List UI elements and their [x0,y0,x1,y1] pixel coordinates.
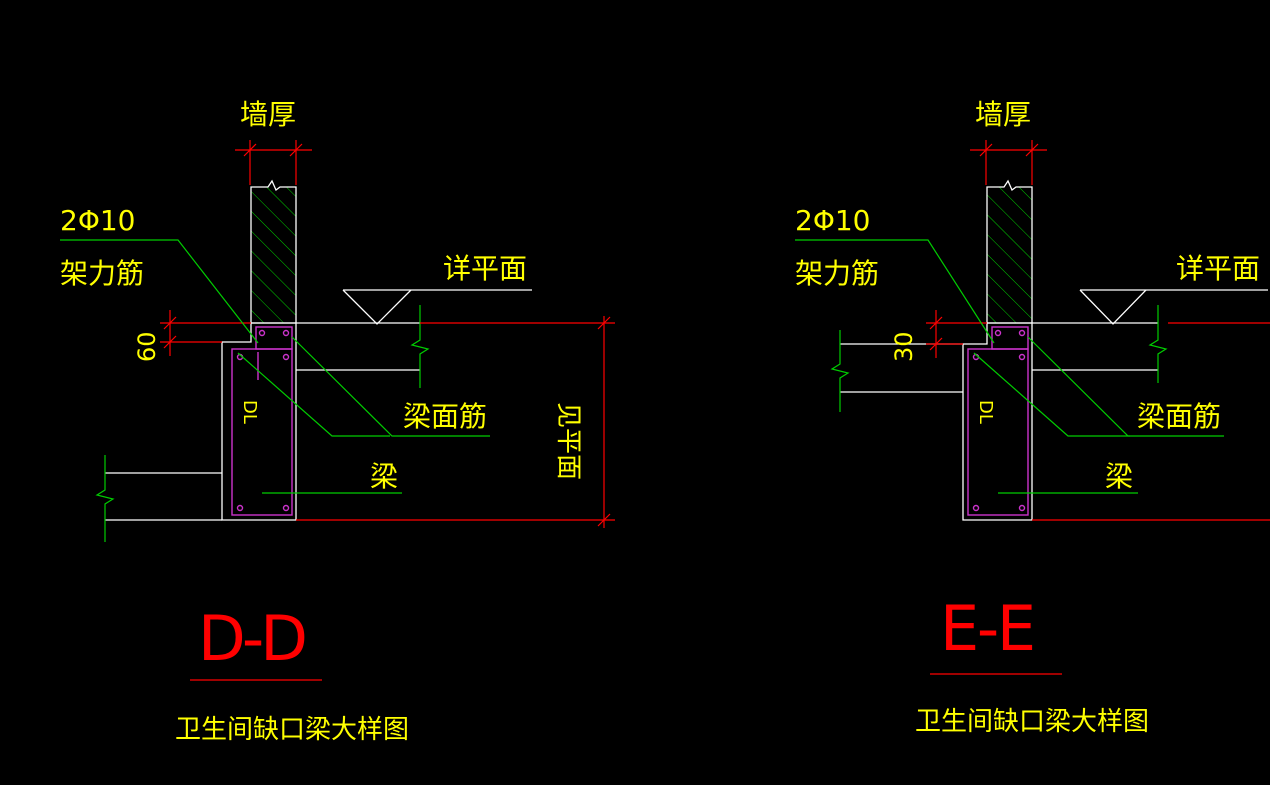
detail-e-e: 墙厚 详平面 [795,98,1270,737]
level-symbol [342,289,532,325]
caption: 卫生间缺口梁大样图 [175,715,409,745]
erection-bar-label: 架力筋 [60,257,144,290]
offset-dimension [160,310,251,356]
beam-code-label: DL [239,400,260,424]
wall-hatch [251,187,296,323]
erection-bar-label: 架力筋 [795,257,879,290]
wall-hatch [987,187,1032,323]
rebar-cage [231,326,293,516]
beam-height-label: 见平面 [553,402,583,480]
section-title: E-E [940,592,1036,665]
rebar-count-label: 2Φ10 [60,204,135,237]
detail-d-d: 墙厚 详平面 [60,98,615,745]
beam-code-label: DL [975,400,996,424]
see-plan-label: 详平面 [443,252,527,285]
beam-top-bar-label: 梁面筋 [403,400,487,433]
beam-label: 梁 [1105,460,1133,493]
offset-dim-label: 60 [133,331,161,362]
caption: 卫生间缺口梁大样图 [915,707,1149,737]
beam-outline [962,322,1033,521]
leader-lines [60,239,490,494]
wall-outline [986,179,1033,323]
wall-outline [250,179,297,323]
leader-lines [795,239,1224,494]
beam-label: 梁 [370,460,398,493]
level-symbol [1079,289,1268,325]
rebar-count-label: 2Φ10 [795,204,870,237]
wall-thickness-label: 墙厚 [240,98,296,131]
wall-thickness-label: 墙厚 [975,98,1031,131]
lower-slab [95,455,615,542]
beam-height-dimension [597,316,611,528]
beam-top-bar-label: 梁面筋 [1137,400,1221,433]
offset-dimension [926,310,987,358]
wall-thickness-dimension [235,140,312,185]
section-title: D-D [198,602,308,675]
slab-outline [251,305,615,388]
see-plan-label: 详平面 [1176,252,1260,285]
rebar-cage [967,326,1029,516]
wall-thickness-dimension [970,140,1047,185]
offset-dim-label: 30 [890,331,918,362]
